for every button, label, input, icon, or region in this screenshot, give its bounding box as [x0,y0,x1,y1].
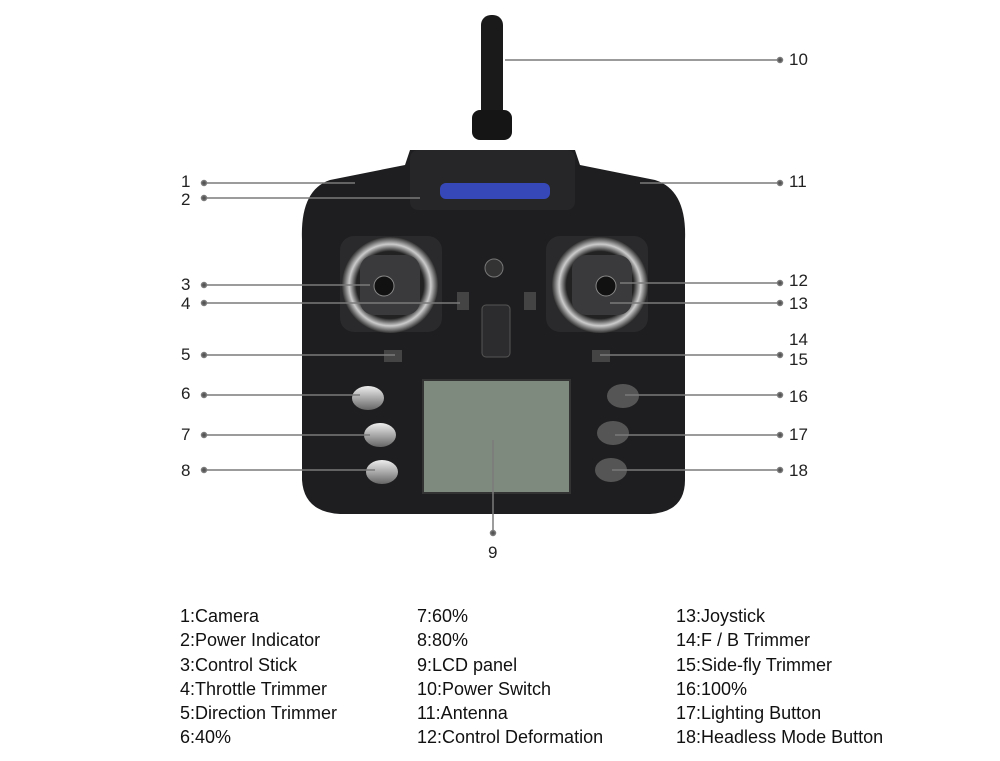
callout-4: 4 [181,294,191,313]
callout-14: 14 [789,330,808,349]
legend-item: 4:Throttle Trimmer [180,678,328,699]
antenna [472,15,512,140]
right-buttons [595,384,639,482]
callout-1: 1 [181,172,191,191]
throttle-trimmer [457,292,469,310]
callout-9: 9 [488,543,498,562]
side-fly-trimmer [592,350,610,362]
callout-10: 10 [789,50,808,69]
fb-trimmer [524,292,536,310]
legend-item: 14:F / B Trimmer [676,630,811,651]
legend-item: 5:Direction Trimmer [180,703,338,724]
legend-item: 7:60% [417,606,469,626]
direction-trimmer [384,350,402,362]
legend-item: 11:Antenna [417,703,508,724]
callout-11: 11 [789,172,807,191]
legend-column-3: 13:Joystick 14:F / B Trimmer 15:Side-fly… [676,604,883,750]
callout-7: 7 [181,425,191,444]
callout-5: 5 [181,345,191,364]
camera-button [484,258,504,278]
legend-item: 17:Lighting Button [676,703,822,724]
callout-2: 2 [181,190,191,209]
legend-item: 18:Headless Mode Button [676,727,884,748]
legend-item: 10:Power Switch [417,678,552,699]
callout-18: 18 [789,461,808,480]
legend-item: 6:40% [180,727,232,748]
callout-12: 12 [789,271,808,290]
left-buttons [352,386,398,484]
legend-item: 8:80% [417,630,469,651]
callout-3: 3 [181,275,191,294]
callout-8: 8 [181,461,191,480]
top-panel [410,150,575,210]
callout-13: 13 [789,294,808,313]
leader-lines [200,56,784,537]
legend-item: 3:Control Stick [180,654,298,675]
legend-item: 1:Camera [180,606,260,626]
callout-6: 6 [181,384,191,403]
legend-item: 2:Power Indicator [180,630,321,651]
legend-item: 16:100% [676,678,748,699]
legend-item: 13:Joystick [676,606,766,626]
power-indicator [440,183,550,199]
legend-column-1: 1:Camera 2:Power Indicator 3:Control Sti… [180,604,337,750]
legend-item: 15:Side-fly Trimmer [676,654,833,675]
left-control-stick [340,236,442,333]
callout-15: 15 [789,350,808,369]
callout-17: 17 [789,425,808,444]
callout-16: 16 [789,387,808,406]
legend-column-2: 7:60% 8:80% 9:LCD panel 10:Power Switch … [417,604,603,750]
legend-item: 12:Control Deformation [417,727,604,748]
lcd-panel [422,379,571,494]
legend-item: 9:LCD panel [417,654,518,675]
power-switch [481,304,511,358]
right-joystick [546,236,648,333]
